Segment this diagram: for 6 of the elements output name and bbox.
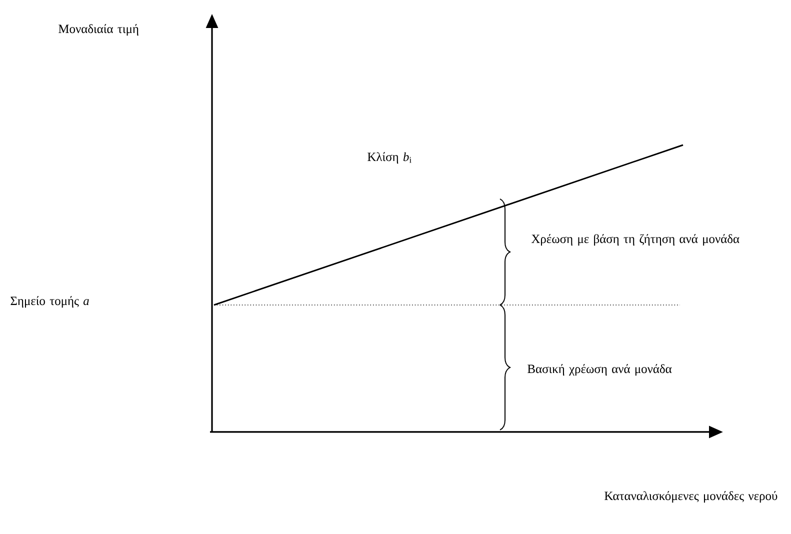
segment-label: Βασική χρέωση ανά μονάδα <box>528 364 672 376</box>
segment-label: Χρέωση με βάση τη ζήτηση ανά μονάδα <box>531 234 740 246</box>
axis-label: Μοναδιαία τιμή <box>58 24 138 36</box>
slope-label: Κλίση b$_{i}$ <box>368 152 412 164</box>
intercept-label: Σημείο τομής a <box>10 296 89 308</box>
axis-label: Καταναλισκόμενες μονάδες νερού <box>604 491 778 503</box>
